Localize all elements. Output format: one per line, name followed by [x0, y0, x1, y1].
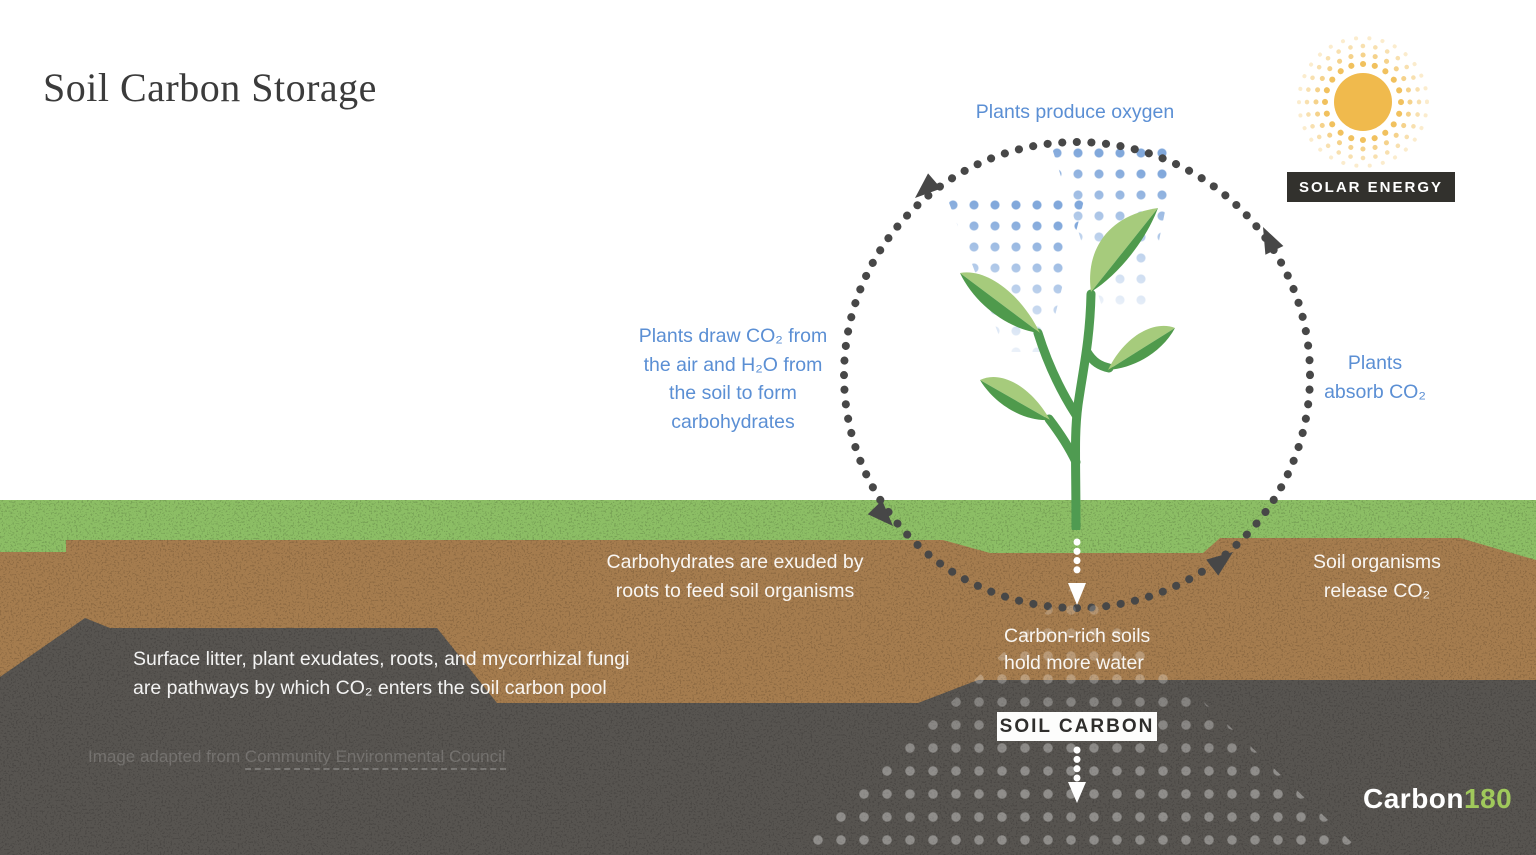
- sun-icon: [1297, 36, 1429, 168]
- page-title: Soil Carbon Storage: [43, 65, 377, 110]
- image-credit-prefix: Image adapted from: [88, 747, 241, 766]
- label-carbon-rich-soils: Carbon-rich soils hold more water: [1004, 625, 1151, 674]
- cycle-arrow-lower-left: [867, 500, 893, 526]
- down-arrow-roots: [1068, 538, 1086, 605]
- cycle-arrow-lower-right: [1206, 552, 1233, 576]
- label-plants-absorb-co2: Plants absorb CO₂: [1324, 352, 1426, 403]
- carbon180-logo-text-white: Carbon: [1363, 783, 1464, 814]
- plant-stem: [1033, 289, 1114, 530]
- carbon180-logo-text-green: 180: [1464, 783, 1513, 814]
- label-surface-litter-pathways: Surface litter, plant exudates, roots, a…: [133, 648, 630, 699]
- cycle-arrow-top-left: [915, 173, 942, 198]
- cycle-arrow-upper-right: [1263, 227, 1284, 255]
- ground-layers: [0, 500, 1536, 855]
- soil-carbon-badge: SOIL CARBON: [997, 712, 1157, 741]
- down-arrow-soil-carbon: [1068, 746, 1086, 803]
- label-plants-produce-oxygen: Plants produce oxygen: [975, 101, 1175, 123]
- label-plants-draw-co2: Plants draw CO₂ from the air and H₂O fro…: [638, 325, 828, 433]
- solar-energy-badge: SOLAR ENERGY: [1287, 172, 1456, 202]
- label-carbohydrates-exuded: Carbohydrates are exuded by roots to fee…: [606, 551, 864, 602]
- label-soil-organisms-release-co2: Soil organisms release CO₂: [1313, 551, 1441, 602]
- plant-leaves: [960, 208, 1175, 421]
- plant-illustration: [960, 208, 1175, 530]
- image-credit-link[interactable]: Community Environmental Council: [244, 747, 506, 770]
- carbon180-logo: Carbon180: [1363, 783, 1512, 815]
- image-credit: Image adapted from Community Environment…: [88, 747, 506, 770]
